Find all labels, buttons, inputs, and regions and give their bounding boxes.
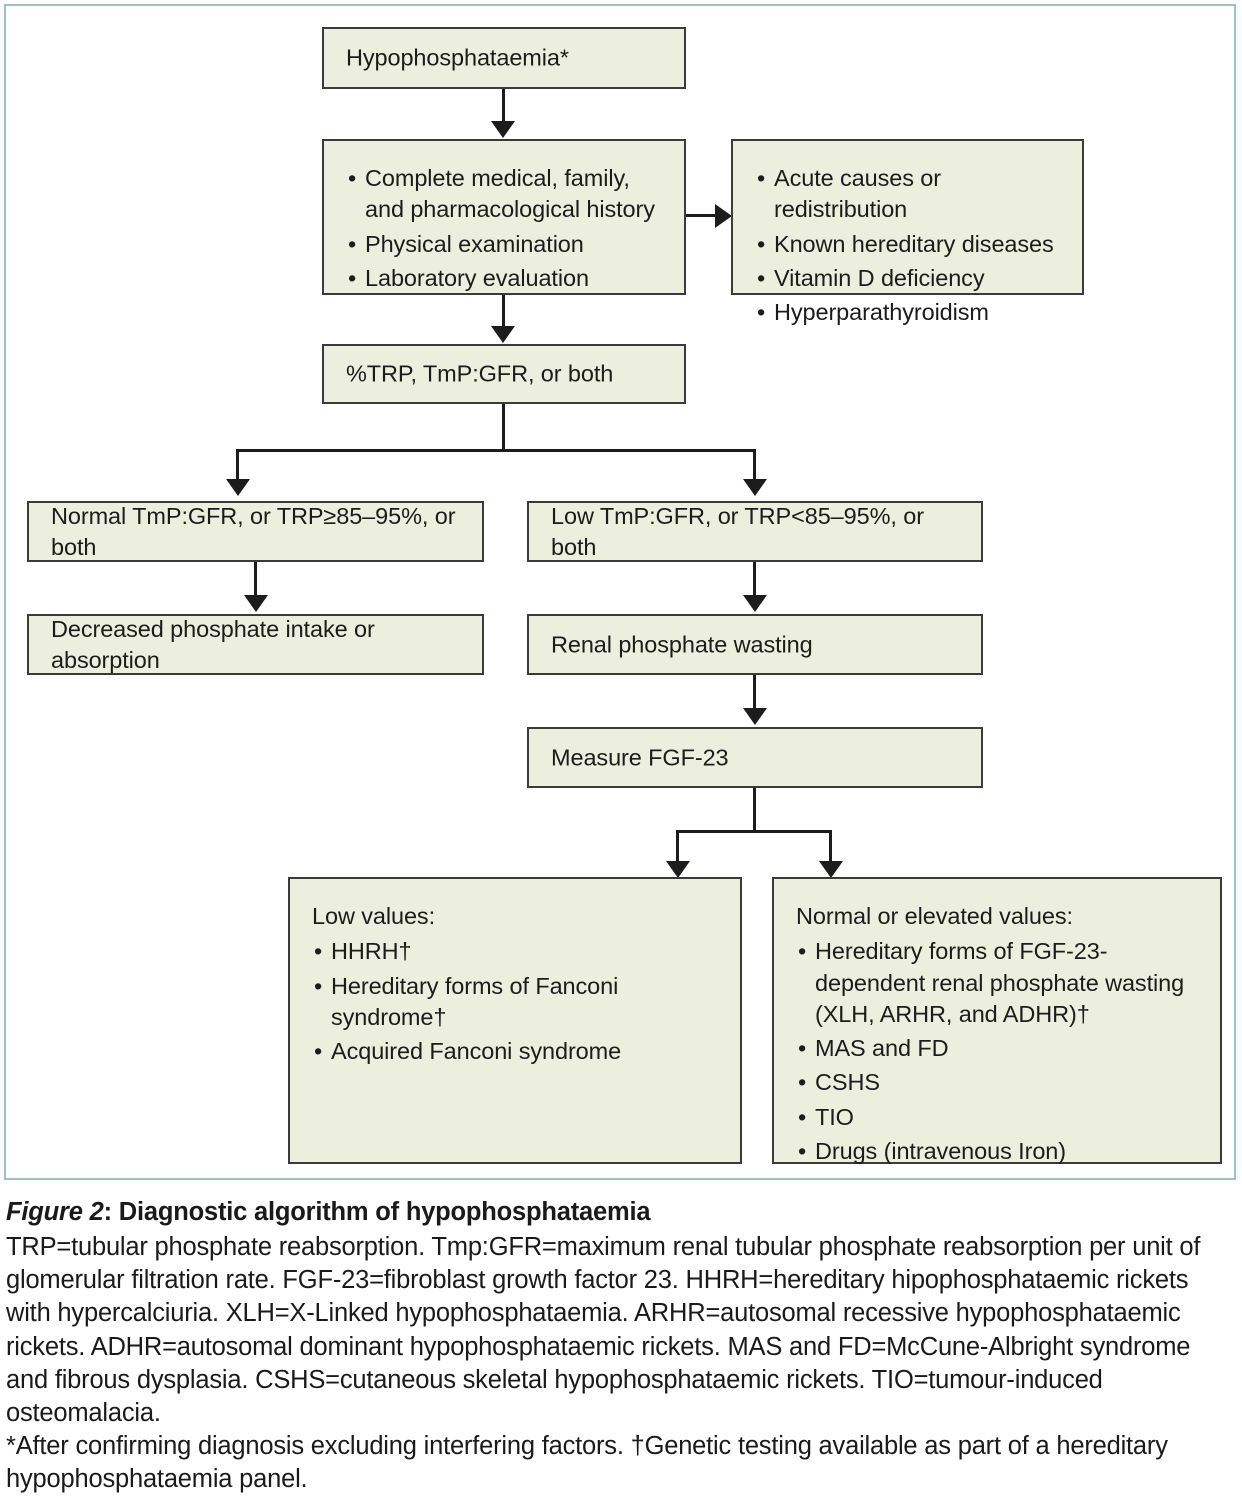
figure-caption-body: TRP=tubular phosphate reabsorption. Tmp:… <box>6 1233 1201 1427</box>
node-renal-phosphate-wasting[interactable]: Renal phosphate wasting <box>527 614 983 675</box>
connector-fgf23-split-stem <box>753 788 756 832</box>
node-low-tmp-gfr-label: Low TmP:GFR, or TRP<85–95%, or both <box>551 502 924 560</box>
exclusion-causes-list: Acute causes or redistribution Known her… <box>755 163 1068 329</box>
initial-workup-list: Complete medical, family, and pharmacolo… <box>346 163 670 294</box>
connector-workup-to-trp <box>502 295 505 328</box>
connector-start-to-workup <box>502 89 505 124</box>
low-values-list: HHRH† Hereditary forms of Fanconi syndro… <box>312 936 726 1067</box>
arrowhead-fgf23-to-low-values <box>666 861 690 878</box>
arrowhead-renal-wasting-to-fgf23 <box>743 708 767 725</box>
connector-normal-to-decreased-intake <box>254 562 257 598</box>
list-item: Hereditary forms of FGF-23-dependent ren… <box>796 936 1206 1030</box>
connector-fgf23-split-bar <box>676 830 832 833</box>
connector-workup-to-exclusions <box>686 214 718 217</box>
list-item: Hyperparathyroidism <box>755 297 1068 329</box>
list-item: Acquired Fanconi syndrome <box>312 1036 726 1068</box>
node-exclusion-causes[interactable]: Acute causes or redistribution Known her… <box>731 139 1084 329</box>
connector-trp-split-stem <box>502 404 505 451</box>
list-item: TIO <box>796 1102 1206 1134</box>
list-item: CSHS <box>796 1067 1206 1099</box>
arrowhead-fgf23-to-normal-values <box>819 861 843 878</box>
node-normal-tmp-gfr[interactable]: Normal TmP:GFR, or TRP≥85–95%, or both <box>27 501 484 562</box>
connector-trp-split-bar <box>236 449 756 452</box>
connector-fgf23-to-normal-values <box>829 830 832 863</box>
arrowhead-normal-to-decreased-intake <box>244 595 268 612</box>
list-item: Complete medical, family, and pharmacolo… <box>346 163 670 226</box>
connector-trp-to-low <box>753 449 756 481</box>
node-hypophosphataemia[interactable]: Hypophosphataemia* <box>322 27 686 89</box>
figure-caption-heading: : Diagnostic algorithm of hypophosphatae… <box>103 1198 651 1226</box>
arrowhead-workup-to-exclusions <box>715 204 732 228</box>
figure-caption: Figure 2: Diagnostic algorithm of hypoph… <box>6 1196 1234 1496</box>
node-measure-fgf23-label: Measure FGF-23 <box>551 743 729 770</box>
node-renal-phosphate-wasting-label: Renal phosphate wasting <box>551 630 813 657</box>
node-measure-trp[interactable]: %TRP, TmP:GFR, or both <box>322 344 686 404</box>
arrowhead-workup-to-trp <box>491 326 515 343</box>
node-low-fgf23-values[interactable]: Low values: HHRH† Hereditary forms of Fa… <box>288 877 742 1164</box>
node-normal-elevated-fgf23-values[interactable]: Normal or elevated values: Hereditary fo… <box>772 877 1222 1167</box>
low-values-header: Low values: <box>312 903 435 929</box>
node-initial-workup[interactable]: Complete medical, family, and pharmacolo… <box>322 139 686 295</box>
connector-fgf23-to-low-values <box>676 830 679 863</box>
arrowhead-low-to-renal-wasting <box>743 595 767 612</box>
list-item: Laboratory evaluation <box>346 263 670 295</box>
list-item: Known hereditary diseases <box>755 229 1068 261</box>
node-measure-fgf23[interactable]: Measure FGF-23 <box>527 727 983 788</box>
list-item: Hereditary forms of Fanconi syndrome† <box>312 971 726 1034</box>
node-decreased-phosphate-intake-label: Decreased phosphate intake or absorption <box>51 615 375 673</box>
list-item: Drugs (intravenous Iron) <box>796 1136 1206 1168</box>
node-measure-trp-label: %TRP, TmP:GFR, or both <box>346 360 614 387</box>
normal-elevated-values-list: Hereditary forms of FGF-23-dependent ren… <box>796 936 1206 1167</box>
arrowhead-trp-to-low <box>743 479 767 496</box>
figure-caption-title: Figure 2: Diagnostic algorithm of hypoph… <box>6 1196 1234 1229</box>
figure-caption-number: Figure 2 <box>6 1198 104 1226</box>
list-item: MAS and FD <box>796 1033 1206 1065</box>
node-decreased-phosphate-intake[interactable]: Decreased phosphate intake or absorption <box>27 614 484 675</box>
arrowhead-start-to-workup <box>491 121 515 138</box>
node-low-tmp-gfr[interactable]: Low TmP:GFR, or TRP<85–95%, or both <box>527 501 983 562</box>
list-item: Physical examination <box>346 229 670 261</box>
connector-renal-wasting-to-fgf23 <box>753 675 756 711</box>
flowchart-canvas: Hypophosphataemia* Complete medical, fam… <box>0 0 1242 1182</box>
connector-trp-to-normal <box>236 449 239 481</box>
list-item: Acute causes or redistribution <box>755 163 1068 226</box>
list-item: HHRH† <box>312 936 726 968</box>
list-item: Vitamin D deficiency <box>755 263 1068 295</box>
arrowhead-trp-to-normal <box>226 479 250 496</box>
connector-low-to-renal-wasting <box>753 562 756 598</box>
figure-caption-footnotes: *After confirming diagnosis excluding in… <box>6 1431 1168 1494</box>
node-normal-tmp-gfr-label: Normal TmP:GFR, or TRP≥85–95%, or both <box>51 502 456 560</box>
node-hypophosphataemia-label: Hypophosphataemia* <box>346 44 569 71</box>
normal-elevated-values-header: Normal or elevated values: <box>796 903 1073 929</box>
